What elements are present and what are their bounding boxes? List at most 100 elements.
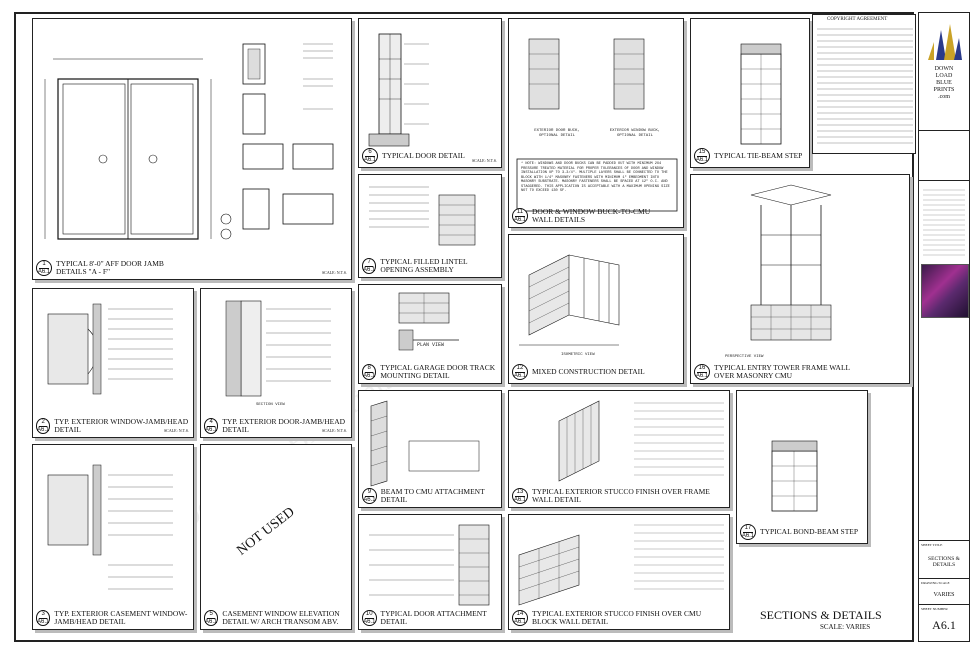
detail-title: DOOR & WINDOW BUCK-TO-CMU WALL DETAILS — [532, 207, 651, 224]
title-block-fine-print — [923, 189, 965, 256]
perspective-view-label: PERSPECTIVE VIEW — [725, 355, 764, 359]
detail-title: TYPICAL BOND-BEAM STEP — [760, 527, 859, 536]
copyright-text-lines — [817, 28, 913, 144]
section-view-label: SECTION VIEW — [256, 403, 285, 407]
detail-scale: SCALE: N.T.S. — [163, 428, 189, 433]
detail-scale: SCALE: N.T.S. — [321, 428, 347, 433]
detail-title: BEAM TO CMU ATTACHMENT DETAIL — [380, 487, 485, 504]
copyright-agreement: COPYRIGHT AGREEMENT — [812, 14, 916, 154]
drawing-scale-value: VARIES — [933, 592, 955, 598]
rendering-thumbnail — [921, 264, 969, 318]
detail-title: MIXED CONSTRUCTION DETAIL — [532, 367, 645, 376]
detail-1-drawing — [44, 43, 334, 240]
copyright-heading: COPYRIGHT AGREEMENT — [827, 17, 888, 22]
sheet-number: A6.1 — [932, 618, 956, 632]
detail-6-drawing — [368, 33, 429, 147]
detail-title: TYPICAL DOOR DETAIL — [382, 151, 465, 160]
detail-16-drawing — [750, 184, 832, 341]
detail-15-drawing — [740, 43, 782, 145]
title-block-divider — [918, 130, 970, 131]
detail-3-drawing — [47, 464, 173, 590]
detail-4-drawing — [225, 300, 331, 397]
buck-note: * NOTE: WINDOWS AND DOOR BUCKS CAN BE PA… — [521, 162, 670, 193]
detail-9-drawing — [370, 400, 480, 487]
drawing-scale-label: DRAWING SCALE — [921, 581, 950, 585]
detail-8-drawing — [398, 292, 459, 351]
detail-title: TYPICAL DOOR ATTACHMENT DETAIL — [380, 609, 487, 626]
detail-title: TYPICAL 8'-0" AFF DOOR JAMB DETAILS "A -… — [56, 259, 164, 276]
plan-view-label: PLAN VIEW — [417, 342, 445, 348]
detail-12-drawing — [519, 254, 620, 346]
company-logo-icon — [928, 24, 962, 60]
detail-title: CASEMENT WINDOW ELEVATION DETAIL w/ ARCH… — [222, 609, 340, 626]
title-block-divider — [918, 604, 970, 605]
detail-scale: SCALE: N.T.S. — [321, 270, 347, 275]
sheet-number-label: SHEET NUMBER — [921, 607, 948, 611]
detail-2-drawing — [47, 303, 173, 395]
sheet-title-label: SHEET TITLE — [921, 543, 943, 547]
detail-11-drawing — [516, 38, 678, 212]
title-block-divider — [918, 180, 970, 181]
detail-scale: SCALE: N.T.S. — [471, 158, 497, 163]
detail-title: TYP. EXTERIOR WINDOW-JAMB/HEAD DETAIL — [54, 417, 189, 434]
company-logo-text: DOWN LOAD BLUE PRINTS .com — [933, 66, 955, 100]
detail-5[interactable]: 5A6.1 CASEMENT WINDOW ELEVATION DETAIL w… — [200, 444, 352, 630]
detail-title: TYPICAL TIE-BEAM STEP — [714, 151, 803, 160]
detail-14-drawing — [518, 524, 724, 606]
detail-title: TYPICAL FILLED LINTEL OPENING ASSEMBLY — [380, 257, 468, 274]
detail-11[interactable]: EXTERIOR DOOR BUCK, OPTIONAL DETAIL EXTE… — [508, 18, 684, 228]
detail-title: TYPICAL GARAGE DOOR TRACK MOUNTING DETAI… — [380, 363, 496, 380]
detail-title: TYPICAL ENTRY TOWER FRAME WALL OVER MASO… — [714, 363, 850, 380]
detail-17-drawing — [771, 440, 818, 512]
detail-5-label: 5A6.1 CASEMENT WINDOW ELEVATION DETAIL w… — [204, 610, 351, 626]
sheet-title-value: SECTIONS & DETAILS — [928, 556, 960, 568]
exterior-door-buck-label: EXTERIOR DOOR BUCK, OPTIONAL DETAIL — [534, 129, 580, 138]
detail-title: TYP. EXTERIOR DOOR-JAMB/HEAD DETAIL — [222, 417, 346, 434]
detail-title: TYPICAL EXTERIOR STUCCO FINISH OVER CMU … — [532, 609, 702, 626]
